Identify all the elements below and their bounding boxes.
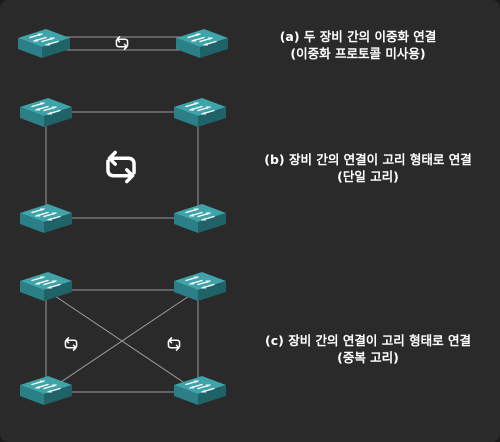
network-switch-icon xyxy=(173,97,227,128)
loop-arrows-icon xyxy=(106,150,136,184)
caption-a-title: (a) 두 장비 간의 이중화 연결 xyxy=(279,29,437,44)
caption-c: (c) 장비 간의 연결이 고리 형태로 연결 (중복 고리) xyxy=(243,332,493,366)
diagram-c xyxy=(19,271,227,406)
loop-arrows-icon xyxy=(64,337,78,351)
network-switch-icon xyxy=(175,28,229,59)
caption-a: (a) 두 장비 간의 이중화 연결 (이중화 프로토콜 미사용) xyxy=(233,28,483,62)
caption-c-title: (c) 장비 간의 연결이 고리 형태로 연결 xyxy=(265,333,471,348)
caption-a-subtitle: (이중화 프로토콜 미사용) xyxy=(290,46,426,61)
diagram-a xyxy=(17,28,229,59)
loop-arrows-icon xyxy=(115,36,129,50)
network-switch-icon xyxy=(19,203,73,234)
link-line xyxy=(45,289,199,393)
network-switch-icon xyxy=(173,203,227,234)
caption-c-subtitle: (중복 고리) xyxy=(337,350,399,365)
caption-b: (b) 장비 간의 연결이 고리 형태로 연결 (단일 고리) xyxy=(243,151,493,185)
network-switch-icon xyxy=(173,375,227,406)
network-switch-icon xyxy=(19,271,73,302)
caption-b-subtitle: (단일 고리) xyxy=(337,169,399,184)
loop-arrows-icon xyxy=(167,337,181,351)
network-switch-icon xyxy=(19,97,73,128)
diagram-b xyxy=(19,97,227,234)
caption-b-title: (b) 장비 간의 연결이 고리 형태로 연결 xyxy=(264,152,472,167)
network-switch-icon xyxy=(17,28,71,59)
network-switch-icon xyxy=(173,271,227,302)
